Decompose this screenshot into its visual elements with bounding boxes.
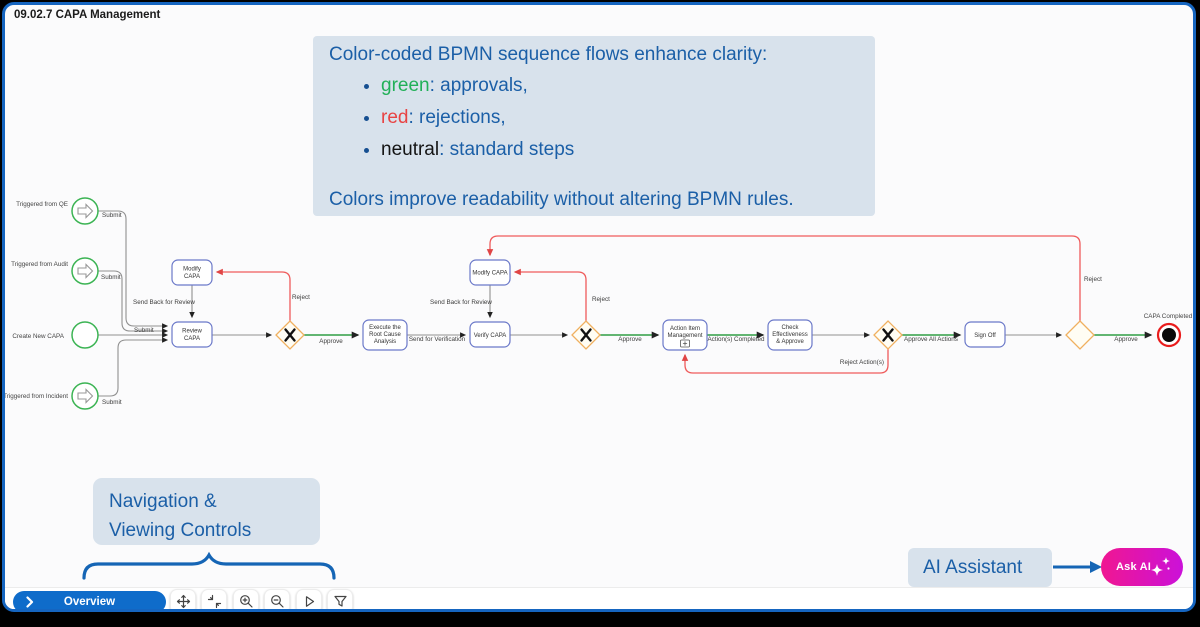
gateway-verify-decision[interactable] xyxy=(571,320,601,350)
page-title: 09.02.7 CAPA Management xyxy=(14,9,161,21)
signal-arrow-icon xyxy=(77,388,94,404)
svg-text:Analysis: Analysis xyxy=(374,339,396,345)
svg-text:Sign Off: Sign Off xyxy=(974,333,996,339)
start-event-label: Triggered from QE xyxy=(16,201,68,208)
gateway-actions-decision[interactable] xyxy=(873,320,903,350)
svg-text:Effectiveness: Effectiveness xyxy=(772,332,808,338)
play-icon xyxy=(305,596,314,607)
app-window: 09.02.7 CAPA Management xyxy=(2,2,1196,612)
chevron-right-icon xyxy=(26,596,34,608)
ai-assistant-note: AI Assistant xyxy=(908,548,1052,587)
start-event-create-new-capa[interactable]: Create New CAPA xyxy=(12,321,99,349)
play-button[interactable] xyxy=(296,589,322,609)
svg-text:Management: Management xyxy=(667,333,702,339)
task-check-effectiveness-approve[interactable]: Check Effectiveness & Approve xyxy=(767,319,813,351)
flow-label: Action(s) Completed xyxy=(707,336,765,343)
zoom-in-button[interactable] xyxy=(233,589,259,609)
ask-ai-label: Ask AI xyxy=(1116,561,1152,573)
bullet-green: green: approvals, xyxy=(381,75,861,97)
rejection-sequence-flows xyxy=(215,235,1081,374)
filter-button[interactable] xyxy=(327,589,353,609)
subprocess-plus-icon xyxy=(680,339,690,348)
task-modify-capa-1[interactable]: Modify CAPA xyxy=(171,259,213,286)
svg-text:Modify: Modify xyxy=(183,267,201,273)
flow-label: Submit xyxy=(101,274,121,281)
bullet-neutral: neutral: standard steps xyxy=(381,139,861,161)
svg-text:Action Item: Action Item xyxy=(670,326,700,332)
start-event-triggered-incident[interactable]: Triggered from Incident xyxy=(3,382,99,410)
overview-label: Overview xyxy=(63,596,116,608)
overview-button[interactable]: Overview xyxy=(13,591,166,609)
task-execute-root-cause-analysis[interactable]: Execute the Root Cause Analysis xyxy=(362,319,408,351)
fit-view-button[interactable] xyxy=(201,589,227,609)
flow-label: Submit xyxy=(102,399,122,406)
task-sign-off[interactable]: Sign Off xyxy=(964,321,1006,348)
edge-labels: Submit Submit Submit Submit Send Back fo… xyxy=(101,212,1138,406)
gateway-review-decision[interactable] xyxy=(275,320,305,350)
navigation-controls-note: Navigation & Viewing Controls xyxy=(93,478,320,545)
flow-label: Approve xyxy=(618,336,642,343)
task-verify-capa[interactable]: Verify CAPA xyxy=(469,321,511,348)
x-glyph xyxy=(882,328,894,342)
flow-label: Approve xyxy=(319,338,343,345)
flow-label: Reject xyxy=(592,296,610,303)
x-glyph xyxy=(284,328,296,342)
svg-text:Modify CAPA: Modify CAPA xyxy=(472,271,507,277)
signal-arrow-icon xyxy=(77,203,94,219)
flow-label: Reject xyxy=(292,294,310,301)
neutral-sequence-flows xyxy=(98,210,1063,397)
start-event-label: Triggered from Audit xyxy=(11,261,68,268)
start-event-label: Triggered from Incident xyxy=(3,393,68,400)
flow-label: Send for Verification xyxy=(409,336,466,343)
start-event-triggered-qe[interactable]: Triggered from QE xyxy=(16,197,99,225)
end-event-label: CAPA Completed xyxy=(1144,313,1193,320)
bpmn-canvas[interactable]: Submit Submit Submit Submit Send Back fo… xyxy=(2,2,1196,612)
svg-text:Execute the: Execute the xyxy=(369,325,401,331)
flow-label: Approve All Actions xyxy=(904,336,958,343)
flow-label: Reject Action(s) xyxy=(840,359,884,366)
zoom-in-icon xyxy=(239,595,253,608)
flow-label: Reject xyxy=(1084,276,1102,283)
svg-text:& Approve: & Approve xyxy=(776,339,804,345)
gateway-final-approval[interactable] xyxy=(1065,320,1095,350)
svg-text:Review: Review xyxy=(182,329,202,335)
curly-brace xyxy=(82,551,336,580)
end-event-capa-completed[interactable]: CAPA Completed xyxy=(1144,313,1193,348)
signal-arrow-icon xyxy=(77,263,94,279)
svg-text:CAPA: CAPA xyxy=(184,336,200,342)
svg-text:CAPA: CAPA xyxy=(184,274,200,280)
flow-label: Send Back for Review xyxy=(430,299,492,306)
svg-text:Check: Check xyxy=(781,325,799,331)
pan-button[interactable] xyxy=(170,589,196,609)
note-title: Color-coded BPMN sequence flows enhance … xyxy=(329,44,768,65)
x-glyph xyxy=(580,328,592,342)
zoom-out-button[interactable] xyxy=(264,589,290,609)
zoom-out-icon xyxy=(270,595,284,608)
svg-text:Verify CAPA: Verify CAPA xyxy=(474,333,507,339)
flow-label: Submit xyxy=(102,212,122,219)
pan-icon xyxy=(176,594,190,609)
task-action-item-management[interactable]: Action Item Management xyxy=(662,319,708,351)
fit-view-icon xyxy=(207,594,221,609)
task-modify-capa-2[interactable]: Modify CAPA xyxy=(469,259,511,286)
bullet-red: red: rejections, xyxy=(381,107,861,129)
svg-text:Root Cause: Root Cause xyxy=(369,332,401,338)
ask-ai-button[interactable]: Ask AI xyxy=(1101,548,1183,586)
flow-label: Send Back for Review xyxy=(133,299,195,306)
note-footer: Colors improve readability without alter… xyxy=(329,189,794,210)
task-review-capa[interactable]: Review CAPA xyxy=(171,321,213,348)
note-bullet-list: green: approvals, red: rejections, neutr… xyxy=(329,75,861,161)
color-legend-note: Color-coded BPMN sequence flows enhance … xyxy=(313,36,875,216)
sparkles-icon xyxy=(1151,557,1170,576)
flow-label: Approve xyxy=(1114,336,1138,343)
annotation-arrow xyxy=(1053,561,1102,573)
filter-icon xyxy=(333,595,347,607)
start-event-label: Create New CAPA xyxy=(12,333,64,340)
start-event-triggered-audit[interactable]: Triggered from Audit xyxy=(11,257,99,285)
flow-label: Submit xyxy=(134,327,154,334)
